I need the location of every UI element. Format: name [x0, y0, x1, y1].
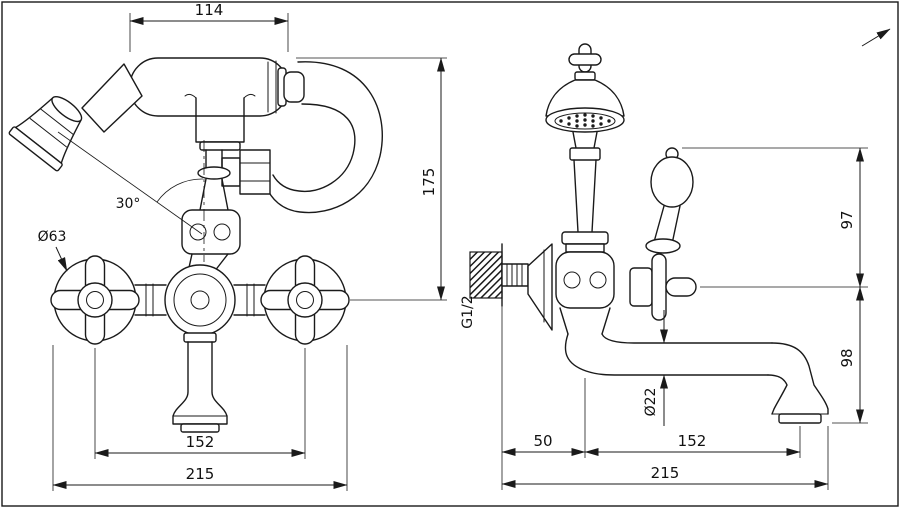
hose-fitting: [221, 149, 271, 195]
handset-cradle: [184, 93, 256, 151]
hand-shower-handset: [8, 57, 305, 172]
shower-hose: [265, 61, 383, 214]
cross-handle-side: [629, 253, 697, 321]
cross-handle-left: [50, 255, 140, 345]
dim-wall-offset-and-reach: 50 152: [501, 306, 801, 490]
dim-text-50: 50: [533, 432, 552, 450]
dim-text-215-side: 215: [651, 464, 680, 482]
spray-face-dots: [559, 113, 611, 128]
dim-handle-spacing: 152: [94, 348, 306, 459]
dim-upper-height: 97: [682, 147, 868, 288]
shower-head-side: [545, 43, 625, 133]
handset-neck: [81, 63, 143, 133]
dim-text-d22: Ø22: [643, 388, 659, 417]
wall-flange-cone: [527, 243, 553, 331]
dim-handset-length: 114: [129, 1, 289, 52]
wall-connection: [469, 243, 553, 331]
dim-text-175: 175: [420, 168, 438, 197]
dim-angle-30: 30°: [57, 131, 205, 262]
dim-overall-reach: 215: [501, 426, 829, 490]
dim-text-97: 97: [838, 210, 856, 229]
dim-overall-width: 215: [52, 345, 348, 491]
spout-side: [564, 333, 829, 424]
dim-text-98: 98: [838, 348, 856, 367]
cross-handle-right: [260, 255, 350, 345]
dim-lower-height: 98: [832, 286, 868, 424]
wall-hatch-block: [469, 251, 503, 299]
corner-leader-arrow: [861, 28, 891, 47]
thread-nipple: [501, 263, 529, 287]
dim-text-152-side: 152: [678, 432, 707, 450]
cradle-column: [181, 149, 241, 273]
handset-grip-side: [569, 131, 601, 233]
spray-head: [8, 96, 83, 172]
dim-handle-diameter: Ø63: [38, 229, 68, 272]
mixer-body-side: [555, 231, 615, 335]
dim-text-30deg: 30°: [116, 196, 141, 212]
side-view: G1/2 Ø22 97 98 50 152: [460, 28, 891, 490]
central-hub: [164, 264, 236, 336]
dim-thread: G1/2: [460, 295, 476, 328]
dim-text-152-front: 152: [186, 433, 215, 451]
dim-overall-height: 175: [296, 57, 447, 301]
mixer-body-tube: [134, 283, 266, 317]
dim-text-g12: G1/2: [460, 295, 476, 328]
dim-spout-diameter: Ø22: [643, 310, 668, 426]
lever-handle-side: [645, 147, 694, 254]
dim-text-d63: Ø63: [38, 229, 67, 245]
front-view: 114 175 30° Ø63 152: [8, 1, 447, 491]
dim-text-114: 114: [195, 1, 224, 19]
dim-text-215-front: 215: [186, 465, 215, 483]
spout-front: [172, 332, 228, 433]
